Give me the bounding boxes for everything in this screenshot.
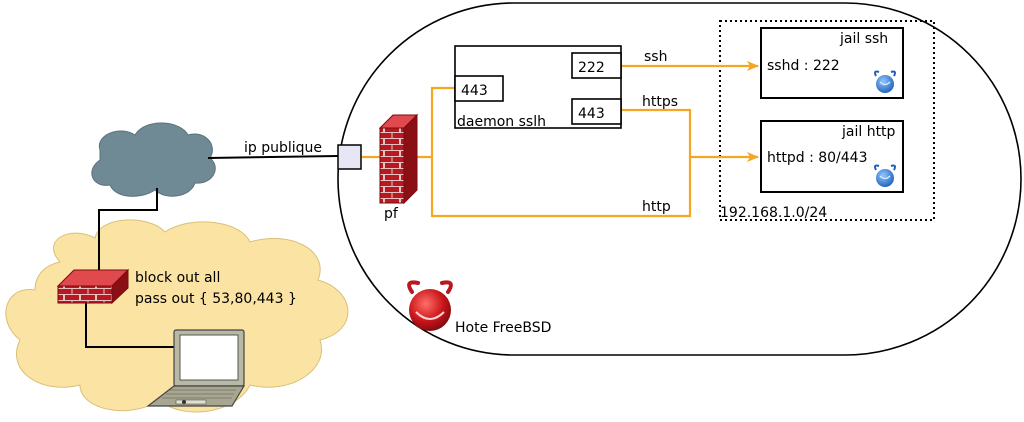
sslh-ssh-port-label: 222: [578, 60, 605, 76]
freebsd-ssh-icon: [874, 70, 896, 93]
pf-label: pf: [384, 206, 399, 222]
firewall-rule-2: pass out { 53,80,443 }: [135, 291, 297, 307]
firewall-rule-1: block out all: [135, 270, 220, 286]
freebsd-http-icon: [874, 164, 896, 187]
jail-http-title: jail http: [841, 124, 896, 140]
pf-firewall-icon: [378, 113, 419, 205]
traffic-links: [362, 61, 759, 218]
ip-publique-label: ip publique: [244, 140, 322, 156]
local-network-cloud: [5, 219, 349, 413]
laptop-icon: [146, 329, 246, 407]
ssh-label: ssh: [644, 49, 667, 65]
subnet-label: 192.168.1.0/24: [720, 205, 827, 221]
internet-cloud: [91, 122, 216, 197]
sslh-ssh-port-box: [571, 52, 622, 79]
local-firewall-icon: [56, 268, 130, 305]
jails-network-region: [719, 20, 935, 221]
public-interface: [337, 144, 362, 170]
freebsd-host-icon: [407, 280, 453, 331]
sslh-in-port-label: 443: [461, 83, 488, 99]
sslh-https-port-label: 443: [578, 106, 605, 122]
jail-ssh-service: sshd : 222: [767, 58, 840, 74]
http-label: http: [642, 199, 671, 215]
jail-ssh-title: jail ssh: [839, 31, 888, 47]
wired-links: [85, 155, 339, 348]
sslh-daemon-label: daemon sslh: [457, 114, 546, 130]
https-label: https: [642, 94, 678, 110]
host-label: Hote FreeBSD: [455, 320, 551, 336]
host-container: [337, 2, 1022, 356]
jail-http-service: httpd : 80/443: [767, 150, 868, 166]
sslh-https-port-box: [571, 98, 622, 125]
sslh-in-port-box: [454, 75, 504, 102]
